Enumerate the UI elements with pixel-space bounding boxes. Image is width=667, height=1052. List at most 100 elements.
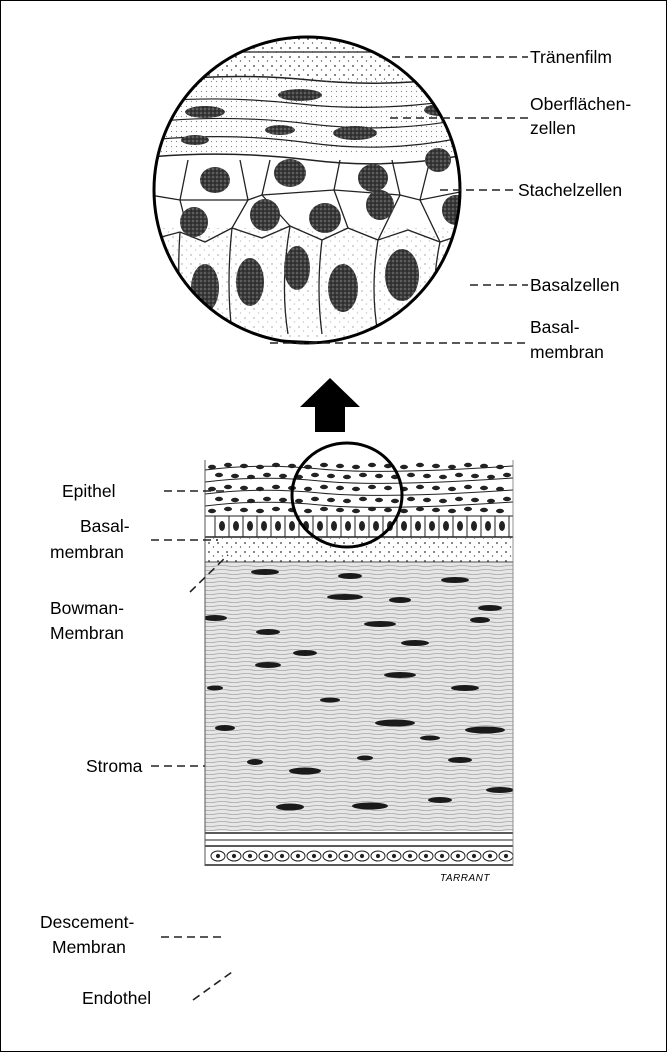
label-descemet-line2: Membran bbox=[52, 937, 126, 957]
epithelial-nucleus bbox=[407, 473, 415, 477]
epithelial-nucleus bbox=[231, 474, 239, 478]
endothelial-nucleus bbox=[264, 854, 267, 857]
epithelial-nucleus bbox=[279, 474, 287, 478]
label-basal-membrane-zoom-line1: Basal- bbox=[530, 317, 580, 337]
epithelial-nucleus bbox=[448, 487, 456, 491]
endothelial-nucleus bbox=[312, 854, 315, 857]
basal-nucleus bbox=[485, 521, 491, 531]
epithelial-nucleus bbox=[391, 499, 399, 503]
epithelial-nucleus bbox=[256, 487, 264, 491]
label-basal-membrane-line1: Basal- bbox=[80, 516, 130, 536]
epithelial-nucleus bbox=[240, 464, 248, 468]
epithelial-nucleus bbox=[448, 509, 456, 513]
epithelial-nucleus bbox=[423, 498, 431, 502]
epithelial-nucleus bbox=[359, 473, 367, 477]
basal-nucleus bbox=[359, 521, 365, 531]
keratocyte bbox=[465, 727, 505, 734]
epithelial-nucleus bbox=[455, 497, 463, 501]
endothelium-layer bbox=[205, 847, 513, 865]
keratocyte bbox=[420, 736, 440, 741]
keratocyte bbox=[375, 720, 415, 727]
keratocyte bbox=[215, 725, 235, 731]
epithelial-nucleus bbox=[336, 464, 344, 468]
epithelial-nucleus bbox=[503, 497, 511, 501]
keratocyte bbox=[478, 605, 502, 611]
epithelial-nucleus bbox=[208, 465, 216, 469]
endothelial-nucleus bbox=[440, 854, 443, 857]
epithelial-nucleus bbox=[416, 463, 424, 467]
label-bowman-line1: Bowman- bbox=[50, 598, 124, 618]
keratocyte bbox=[441, 577, 469, 583]
descemet-membrane-layer bbox=[205, 833, 513, 846]
endothelial-nucleus bbox=[328, 854, 331, 857]
label-bowman-line2: Membran bbox=[50, 623, 124, 643]
endothelial-nucleus bbox=[408, 854, 411, 857]
epithelial-nucleus bbox=[311, 473, 319, 477]
endothelial-nucleus bbox=[280, 854, 283, 857]
epithelial-nucleus bbox=[368, 485, 376, 489]
epithelial-nucleus bbox=[279, 498, 287, 502]
label-surface-cells-line1: Oberflächen- bbox=[530, 94, 631, 114]
epithelial-nucleus bbox=[416, 485, 424, 489]
epithelial-nucleus bbox=[416, 507, 424, 511]
epithelial-nucleus bbox=[496, 465, 504, 469]
basal-nucleus bbox=[331, 521, 337, 531]
epithelial-nucleus bbox=[295, 499, 303, 503]
epithelial-nucleus bbox=[263, 497, 271, 501]
endothelial-nucleus bbox=[232, 854, 235, 857]
epithelial-nucleus bbox=[247, 475, 255, 479]
epithelial-nucleus bbox=[224, 485, 232, 489]
epithelial-nucleus bbox=[352, 487, 360, 491]
epithelial-nucleus bbox=[368, 463, 376, 467]
bowman-membrane-layer bbox=[205, 538, 513, 562]
endothelial-nucleus bbox=[376, 854, 379, 857]
keratocyte bbox=[451, 685, 479, 691]
label-surface-cells-line2: zellen bbox=[530, 118, 576, 138]
basal-nucleus bbox=[401, 521, 407, 531]
endothelial-nucleus bbox=[424, 854, 427, 857]
tear-film-layer bbox=[150, 35, 470, 83]
artist-signature: TARRANT bbox=[440, 873, 490, 884]
epithelial-nucleus bbox=[327, 474, 335, 478]
zoom-circle bbox=[150, 35, 477, 362]
keratocyte bbox=[352, 803, 388, 810]
epithelial-nucleus bbox=[432, 508, 440, 512]
keratocyte bbox=[448, 757, 472, 763]
epithelial-nucleus bbox=[215, 473, 223, 477]
label-basal-membrane-line2: membran bbox=[50, 542, 124, 562]
keratocyte bbox=[384, 672, 416, 678]
epithelial-nucleus bbox=[384, 508, 392, 512]
keratocyte bbox=[389, 597, 411, 603]
epithelial-nucleus bbox=[224, 507, 232, 511]
label-endothelium: Endothel bbox=[82, 988, 151, 1008]
epithelial-nucleus bbox=[464, 485, 472, 489]
epithelial-nucleus bbox=[336, 508, 344, 512]
epithelial-nucleus bbox=[432, 464, 440, 468]
label-tear-film: Tränenfilm bbox=[530, 47, 612, 67]
keratocyte bbox=[255, 662, 281, 668]
stroma-layer bbox=[205, 563, 513, 831]
keratocyte bbox=[364, 621, 396, 627]
keratocyte bbox=[293, 650, 317, 656]
epithelial-nucleus bbox=[304, 509, 312, 513]
epithelial-nucleus bbox=[439, 499, 447, 503]
epithelial-nucleus bbox=[343, 499, 351, 503]
epithelial-nucleus bbox=[311, 497, 319, 501]
epithelial-nucleus bbox=[352, 509, 360, 513]
epithelial-nucleus bbox=[272, 507, 280, 511]
epithelial-nucleus bbox=[272, 485, 280, 489]
epithelial-nucleus bbox=[359, 497, 367, 501]
label-epithelium: Epithel bbox=[62, 481, 116, 501]
cornea-cross-section: TARRANT bbox=[203, 460, 514, 884]
endothelial-nucleus bbox=[344, 854, 347, 857]
endothelial-nucleus bbox=[488, 854, 491, 857]
epithelial-nucleus bbox=[231, 498, 239, 502]
keratocyte bbox=[327, 594, 363, 600]
label-basal-cells: Basalzellen bbox=[530, 275, 620, 295]
basal-nucleus bbox=[499, 521, 505, 531]
epithelial-nucleus bbox=[487, 499, 495, 503]
endothelial-nucleus bbox=[392, 854, 395, 857]
epithelial-nucleus bbox=[240, 508, 248, 512]
keratocyte bbox=[401, 640, 429, 646]
endothelial-nucleus bbox=[360, 854, 363, 857]
